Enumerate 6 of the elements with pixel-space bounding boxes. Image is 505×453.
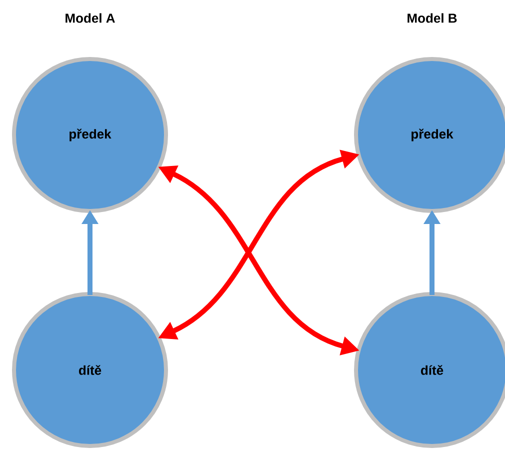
- model-heading: Model B: [408, 13, 457, 23]
- circle-node: předek: [12, 57, 168, 213]
- model-heading: Model A: [66, 13, 115, 23]
- circle-node: předek: [354, 57, 505, 213]
- circle-node: dítě: [12, 292, 168, 448]
- circle-node: dítě: [354, 292, 505, 448]
